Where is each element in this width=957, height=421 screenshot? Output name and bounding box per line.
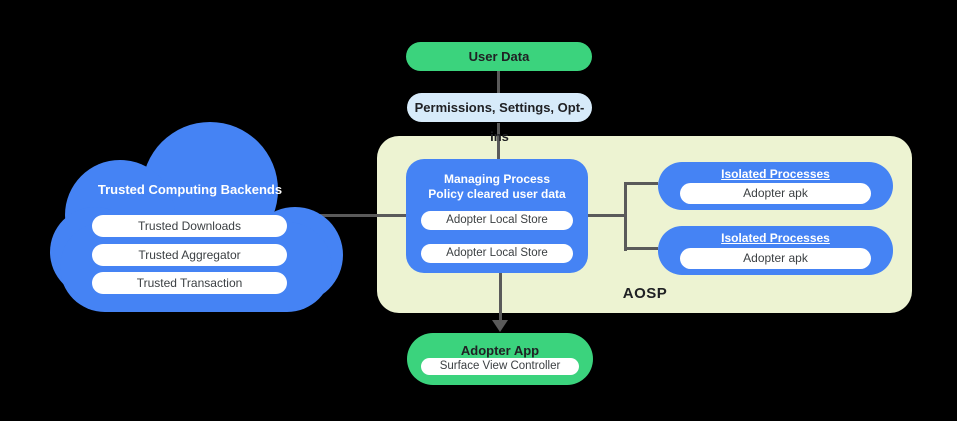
connector-userdata-permissions — [497, 70, 500, 94]
cloud-item-trusted-transaction: Trusted Transaction — [92, 272, 287, 294]
isolated-processes-node-1: Isolated Processes Adopter apk — [658, 162, 893, 210]
cloud-item-trusted-aggregator: Trusted Aggregator — [92, 244, 287, 266]
managing-process-title: Managing Process Policy cleared user dat… — [406, 172, 588, 202]
permissions-settings-optins-node: Permissions, Settings, Opt-ins — [407, 93, 592, 144]
isolated-processes-title-1: Isolated Processes — [721, 167, 830, 181]
cloud-item-trusted-downloads: Trusted Downloads — [92, 215, 287, 237]
branch-to-isolated-1 — [624, 182, 658, 185]
adopter-app-node: Adopter App Surface View Controller — [407, 333, 593, 385]
managing-process-title-line1: Managing Process — [443, 172, 551, 186]
adopter-apk-2: Adopter apk — [680, 248, 871, 269]
adopter-app-title: Adopter App — [460, 343, 540, 358]
connector-cloud-managing — [315, 214, 408, 217]
branch-to-isolated-2 — [624, 247, 658, 250]
connector-managing-branch — [588, 214, 626, 217]
adopter-apk-1: Adopter apk — [680, 183, 871, 204]
arrowhead-down-icon — [492, 320, 508, 332]
surface-view-controller: Surface View Controller — [421, 358, 579, 375]
connector-permissions-managing — [497, 123, 500, 161]
managing-process-title-line2: Policy cleared user data — [428, 187, 566, 201]
isolated-processes-title-2: Isolated Processes — [721, 231, 830, 245]
adopter-local-store-2: Adopter Local Store — [421, 244, 573, 263]
user-data-node: User Data — [406, 42, 592, 71]
branch-vertical-line — [624, 182, 627, 251]
isolated-processes-node-2: Isolated Processes Adopter apk — [658, 226, 893, 275]
adopter-local-store-1: Adopter Local Store — [421, 211, 573, 230]
aosp-label: AOSP — [622, 285, 668, 302]
connector-managing-adopterapp — [499, 272, 502, 322]
cloud-title: Trusted Computing Backends — [97, 182, 283, 197]
managing-process-node: Managing Process Policy cleared user dat… — [406, 159, 588, 273]
